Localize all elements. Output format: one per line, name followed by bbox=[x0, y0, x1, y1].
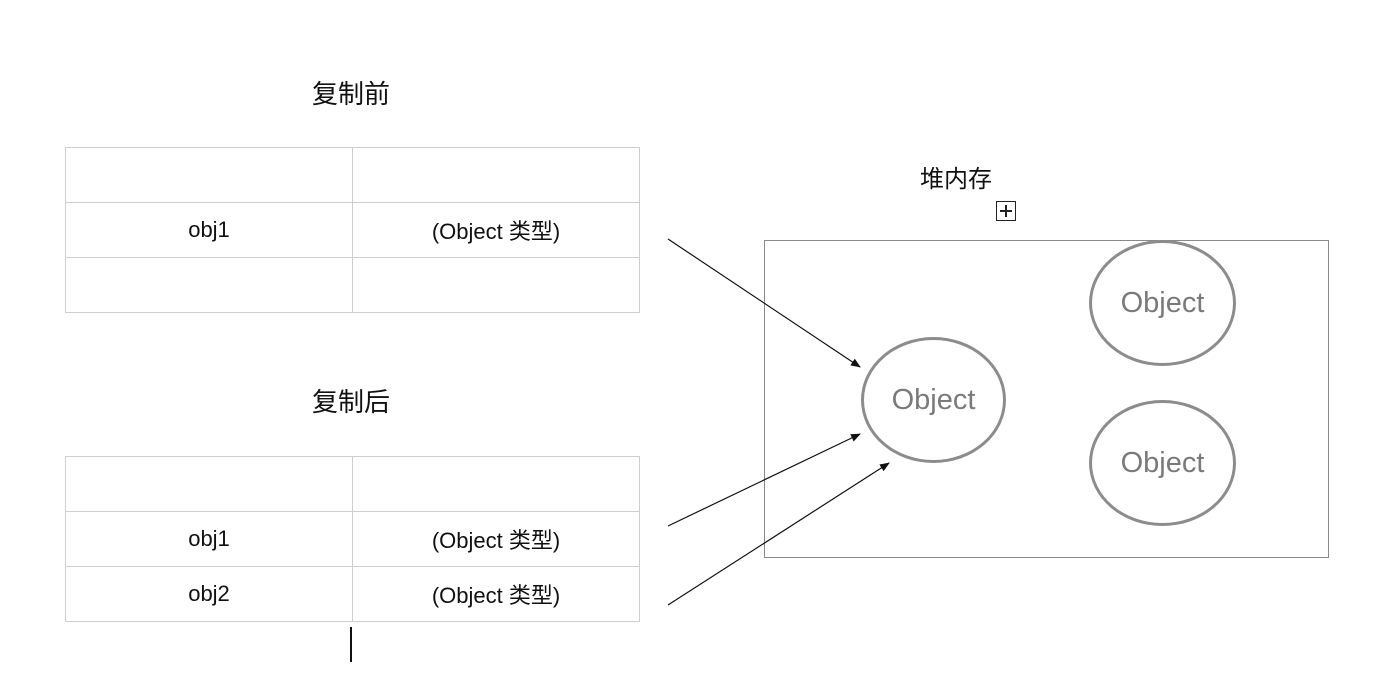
heap-object-referenced: Object bbox=[861, 337, 1006, 463]
value-cell bbox=[352, 257, 640, 313]
value-cell: (Object 类型) bbox=[352, 202, 640, 258]
table-row bbox=[65, 257, 640, 313]
heap-memory-box bbox=[764, 240, 1329, 558]
variable-cell bbox=[65, 257, 353, 313]
value-cell: (Object 类型) bbox=[352, 511, 640, 567]
before-copy-title: 复制前 bbox=[312, 80, 391, 110]
arrow-after-obj1 bbox=[667, 433, 861, 527]
value-cell bbox=[352, 456, 640, 512]
heap-object: Object bbox=[1089, 400, 1236, 526]
heap-title: 堆内存 bbox=[920, 165, 992, 193]
variable-cell: obj2 bbox=[65, 566, 353, 622]
variable-cell bbox=[65, 147, 353, 203]
table-row bbox=[65, 147, 640, 203]
after-stack-table: obj1 (Object 类型) obj2 (Object 类型) bbox=[65, 456, 640, 622]
arrow-before-obj1 bbox=[667, 238, 861, 368]
after-copy-title: 复制后 bbox=[312, 388, 391, 418]
table-row: obj2 (Object 类型) bbox=[65, 566, 640, 622]
before-stack-table: obj1 (Object 类型) bbox=[65, 147, 640, 313]
expand-plus-icon[interactable] bbox=[996, 201, 1016, 221]
table-row: obj1 (Object 类型) bbox=[65, 511, 640, 567]
arrow-after-obj2 bbox=[667, 462, 890, 606]
text-cursor bbox=[350, 627, 352, 662]
value-cell bbox=[352, 147, 640, 203]
heap-object: Object bbox=[1089, 240, 1236, 366]
value-cell: (Object 类型) bbox=[352, 566, 640, 622]
